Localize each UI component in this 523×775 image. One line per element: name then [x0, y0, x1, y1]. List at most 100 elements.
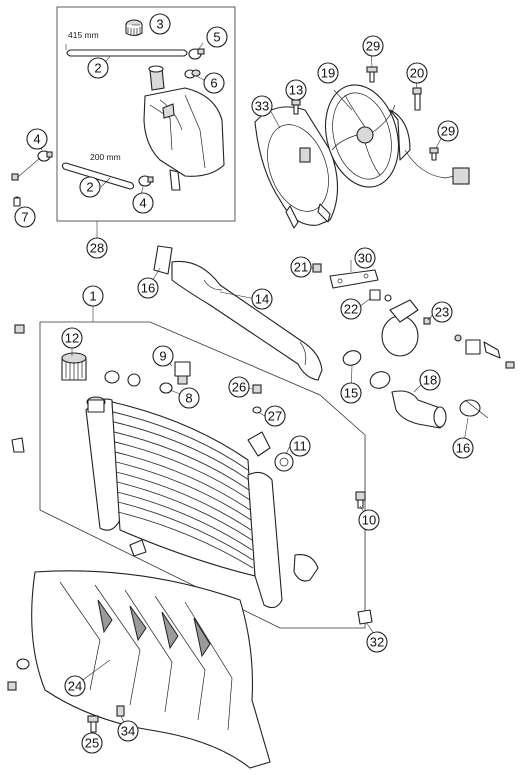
seal-ring-8 — [159, 382, 173, 394]
dimension-label-415: 415 mm — [68, 30, 99, 40]
svg-text:4: 4 — [33, 132, 40, 147]
svg-text:23: 23 — [435, 305, 449, 320]
callout-13: 13 — [285, 79, 307, 101]
callout-2-bottom: 2 — [79, 176, 101, 198]
fan — [325, 84, 470, 188]
hose-415mm: 415 mm — [65, 30, 188, 57]
svg-text:11: 11 — [293, 439, 307, 454]
washer-27 — [252, 406, 262, 414]
thermostat-housing — [381, 299, 419, 357]
screw-spoiler — [7, 681, 17, 691]
screw-7 — [13, 196, 21, 207]
nut-21 — [312, 263, 322, 273]
callout-19: 19 — [317, 62, 339, 84]
svg-text:4: 4 — [139, 196, 146, 211]
svg-text:2: 2 — [86, 180, 93, 195]
callout-7: 7 — [14, 206, 36, 228]
grommet-left — [104, 370, 141, 387]
radiator-fins — [112, 411, 254, 569]
svg-text:7: 7 — [21, 210, 28, 225]
bolt-26 — [252, 384, 262, 394]
screw-small-left — [11, 157, 41, 181]
callout-1: 1 — [82, 285, 104, 307]
callout-3: 3 — [149, 13, 171, 35]
svg-text:27: 27 — [268, 409, 282, 424]
callout-30: 30 — [354, 247, 376, 269]
svg-text:12: 12 — [65, 331, 79, 346]
radiator-spoiler-24 — [31, 570, 271, 769]
callout-12: 12 — [61, 327, 83, 349]
rubber-mount-right — [454, 334, 515, 369]
svg-text:5: 5 — [213, 30, 220, 45]
callout-4-bottom: 4 — [132, 192, 154, 214]
bolt-25 — [87, 715, 99, 733]
tank-cap — [125, 19, 143, 37]
bracket-30 — [329, 269, 379, 289]
callout-22: 22 — [340, 298, 362, 320]
callout-5: 5 — [206, 26, 228, 48]
svg-text:32: 32 — [370, 635, 384, 650]
temperature-sensor-9 — [174, 361, 191, 385]
screw-left-mount — [14, 324, 25, 334]
svg-text:9: 9 — [159, 349, 166, 364]
clip-32 — [357, 609, 373, 625]
callout-23: 23 — [431, 301, 453, 323]
radiator-group-frame — [39, 321, 366, 629]
svg-text:28: 28 — [90, 241, 104, 256]
svg-text:18: 18 — [423, 373, 437, 388]
grommet-11 — [274, 452, 294, 472]
callout-29-right: 29 — [437, 120, 459, 142]
callout-27: 27 — [264, 405, 286, 427]
svg-text:26: 26 — [232, 380, 246, 395]
hose-clamp-15 — [342, 350, 362, 366]
expansion-tank-group-frame — [56, 6, 236, 222]
svg-text:25: 25 — [85, 736, 99, 751]
svg-text:16: 16 — [456, 441, 470, 456]
svg-text:22: 22 — [344, 302, 358, 317]
spacer-22 — [369, 289, 392, 302]
svg-text:29: 29 — [366, 39, 380, 54]
hose-clamp-4-outer — [37, 150, 53, 162]
nut-23 — [423, 317, 431, 325]
callout-15: 15 — [340, 382, 362, 404]
svg-text:34: 34 — [121, 724, 135, 739]
callout-9: 9 — [152, 345, 174, 367]
callout-24: 24 — [64, 675, 86, 697]
svg-text:3: 3 — [156, 17, 163, 32]
radiator-cap-12 — [61, 352, 87, 381]
svg-text:19: 19 — [321, 66, 335, 81]
callout-25: 25 — [81, 732, 103, 754]
svg-text:21: 21 — [294, 260, 308, 275]
radiator — [85, 396, 319, 609]
callout-28: 28 — [86, 237, 108, 259]
callout-33: 33 — [251, 95, 273, 117]
screw-29-right — [429, 147, 439, 161]
callout-16-upper: 16 — [137, 277, 159, 299]
svg-text:8: 8 — [185, 391, 192, 406]
svg-text:13: 13 — [289, 83, 303, 98]
svg-text:1: 1 — [89, 289, 96, 304]
hose-clamp-15b — [369, 371, 391, 389]
bolt-20 — [412, 87, 422, 111]
insert-34 — [116, 705, 125, 717]
callout-11: 11 — [289, 435, 311, 457]
callout-26: 26 — [228, 376, 250, 398]
screw-10 — [355, 491, 366, 509]
hose-clamp-16-lower — [459, 399, 489, 419]
grommet-spoiler — [16, 658, 30, 670]
callout-10: 10 — [358, 509, 380, 531]
callout-2-top: 2 — [87, 57, 109, 79]
svg-text:20: 20 — [410, 66, 424, 81]
svg-text:33: 33 — [255, 99, 269, 114]
callout-32: 32 — [366, 631, 388, 653]
hose-clip-16-upper — [153, 245, 173, 275]
screw-29-top — [366, 66, 378, 83]
hose-clamp-4-inner — [138, 175, 154, 187]
hose-clamp-5 — [188, 48, 205, 60]
clip-left — [11, 437, 25, 453]
expansion-tank — [143, 65, 225, 191]
callout-4-left: 4 — [26, 128, 48, 150]
callout-16-lower: 16 — [452, 437, 474, 459]
svg-text:6: 6 — [210, 76, 217, 91]
callout-21: 21 — [290, 256, 312, 278]
